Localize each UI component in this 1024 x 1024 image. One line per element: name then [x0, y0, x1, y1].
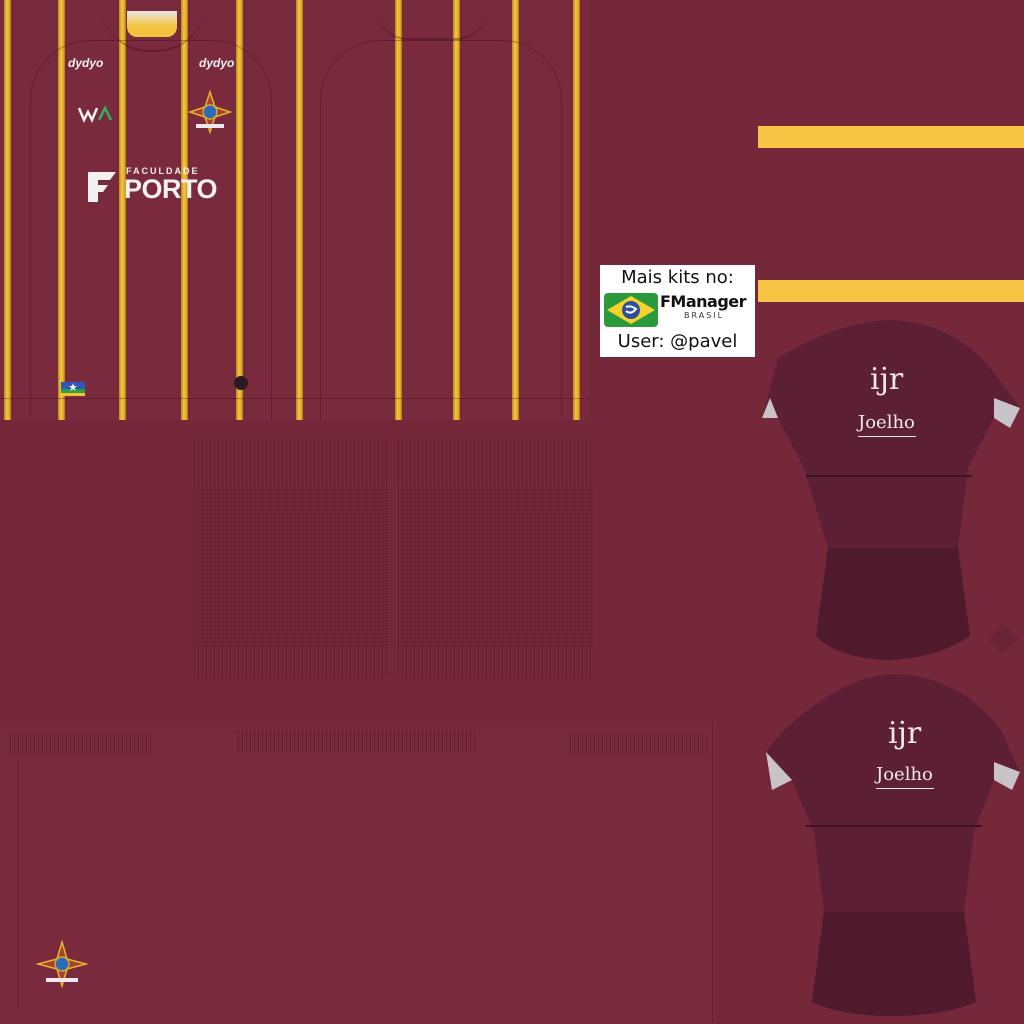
- stripe: [395, 0, 402, 420]
- wa-logo-icon: [77, 105, 113, 124]
- sponsor-title: PORTO: [124, 174, 218, 204]
- gk-shirt-front: [762, 320, 1020, 660]
- gk-sponsor-name: Joelho: [876, 764, 933, 785]
- manufacturer-logo-left: dydyo: [68, 56, 104, 70]
- promo-text: Mais kits no:: [621, 267, 734, 288]
- club-crest-icon: [36, 940, 88, 989]
- stripe: [573, 0, 580, 420]
- stripe: [119, 0, 126, 420]
- accent-bar-top: [758, 126, 1024, 148]
- waistband-left: [10, 734, 152, 756]
- stripe: [58, 0, 65, 420]
- collar-front: [100, 0, 206, 52]
- porto-f-icon: [88, 172, 116, 202]
- shorts-seam-right: [712, 722, 713, 1022]
- gk-sponsor-line: [858, 436, 916, 437]
- gk-sponsor-mark: ijr: [870, 362, 904, 397]
- shorts-left-panel: [194, 440, 388, 678]
- accent-bar-bottom: [758, 280, 1024, 302]
- promo-user: User: @pavel: [617, 331, 738, 352]
- promo-badge: Mais kits no: FManager BRASIL User: @pav…: [600, 265, 755, 357]
- collar-back: [376, 8, 488, 40]
- back-seam: [320, 40, 562, 420]
- fmanager-sub: BRASIL: [684, 311, 725, 320]
- sponsor-subtitle: FACULDADE: [126, 166, 200, 176]
- hem-line: [0, 398, 590, 399]
- rondonia-flag-icon: [61, 382, 85, 396]
- club-crest-icon: [188, 90, 232, 134]
- gk-shirt-back: [766, 674, 1020, 1016]
- manufacturer-logo-right: dydyo: [199, 56, 235, 70]
- stripe: [236, 0, 243, 420]
- shorts-right-panel: [398, 440, 594, 678]
- stripe: [4, 0, 11, 420]
- gk-sponsor-mark: ijr: [888, 716, 922, 751]
- main-sponsor-logo: FACULDADE PORTO: [86, 166, 226, 206]
- shorts-seam: [18, 760, 19, 1010]
- stripe: [453, 0, 460, 420]
- stripe: [181, 0, 188, 420]
- gk-sponsor-name: Joelho: [858, 412, 915, 433]
- shirt-texture: dydyo dydyo FACULDADE PORTO: [0, 0, 590, 420]
- lower-texture-area: [0, 722, 716, 1024]
- stripe: [512, 0, 519, 420]
- waistband-middle: [238, 730, 476, 752]
- front-seam: [30, 40, 272, 420]
- stripe: [296, 0, 303, 420]
- waistband-right: [570, 734, 710, 756]
- gk-sponsor-line: [876, 788, 934, 789]
- fmanager-brand: FManager: [660, 292, 747, 311]
- brazil-flag-icon: [604, 293, 658, 327]
- diamond-shape: [988, 624, 1018, 654]
- small-badge: [234, 376, 248, 390]
